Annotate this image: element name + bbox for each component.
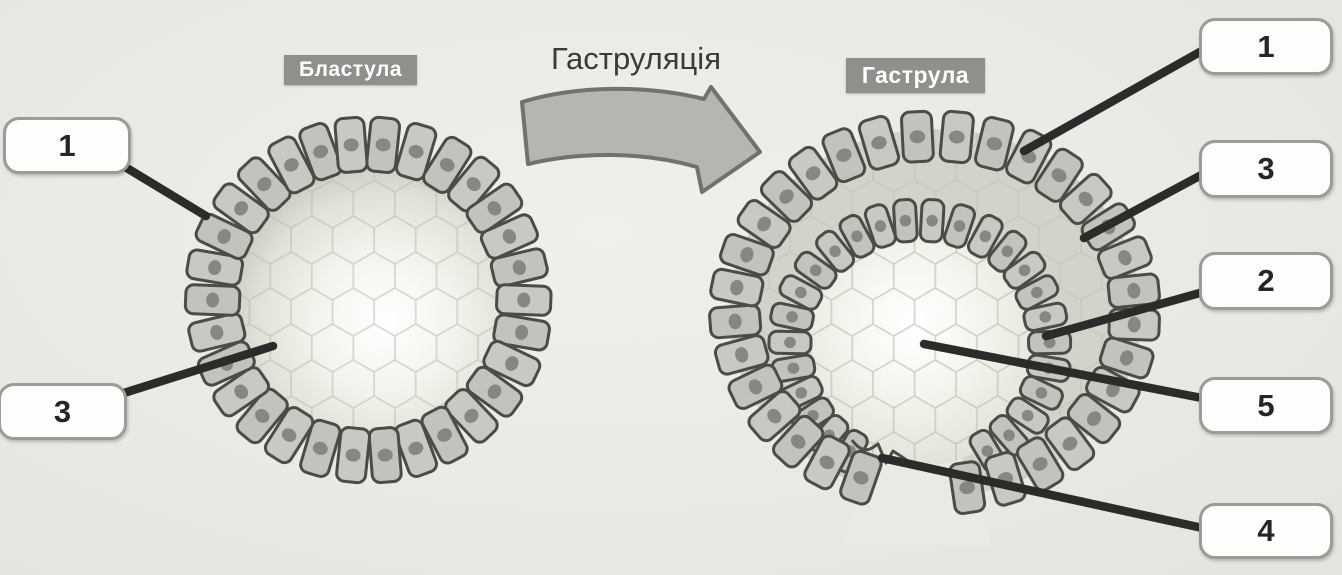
leader-line-gastrula-2 [1041, 286, 1212, 341]
callout-number: 2 [1257, 263, 1275, 298]
callout-box-right-2: 2 [1199, 252, 1333, 310]
blastula-figure [183, 115, 553, 485]
callout-number: 3 [1257, 151, 1275, 186]
leader-line-gastrula-3 [1079, 167, 1212, 243]
gastrula-badge: Гаструла [846, 58, 985, 93]
callout-box-right-5: 5 [1199, 377, 1333, 434]
gastrulation-title: Гаструляція [550, 41, 721, 76]
leader-line-gastrula-5 [919, 339, 1212, 404]
callout-number: 1 [58, 127, 76, 163]
leader-line-gastrula-4 [877, 453, 1212, 534]
callout-number: 5 [1257, 387, 1275, 423]
callout-number: 4 [1257, 513, 1275, 548]
blastula-cell-ring [183, 115, 553, 485]
callout-box-right-4: 4 [1199, 503, 1333, 559]
callout-box-left-1: 1 [3, 117, 131, 174]
callout-lines [103, 43, 1212, 534]
blastula-badge: Бластула [284, 55, 417, 85]
callout-box-left-3: 3 [0, 383, 127, 440]
callout-box-right-1: 1 [1199, 18, 1333, 75]
leader-line-blastula-1 [107, 154, 211, 221]
gastrulation-arrow-icon [520, 85, 762, 194]
callout-box-right-3: 3 [1199, 140, 1333, 198]
leader-line-gastrula-1 [1019, 43, 1212, 156]
leader-line-blastula-3 [103, 341, 278, 403]
callout-number: 1 [1257, 28, 1275, 64]
gastrula-figure [708, 109, 1161, 545]
callout-number: 3 [53, 393, 72, 429]
